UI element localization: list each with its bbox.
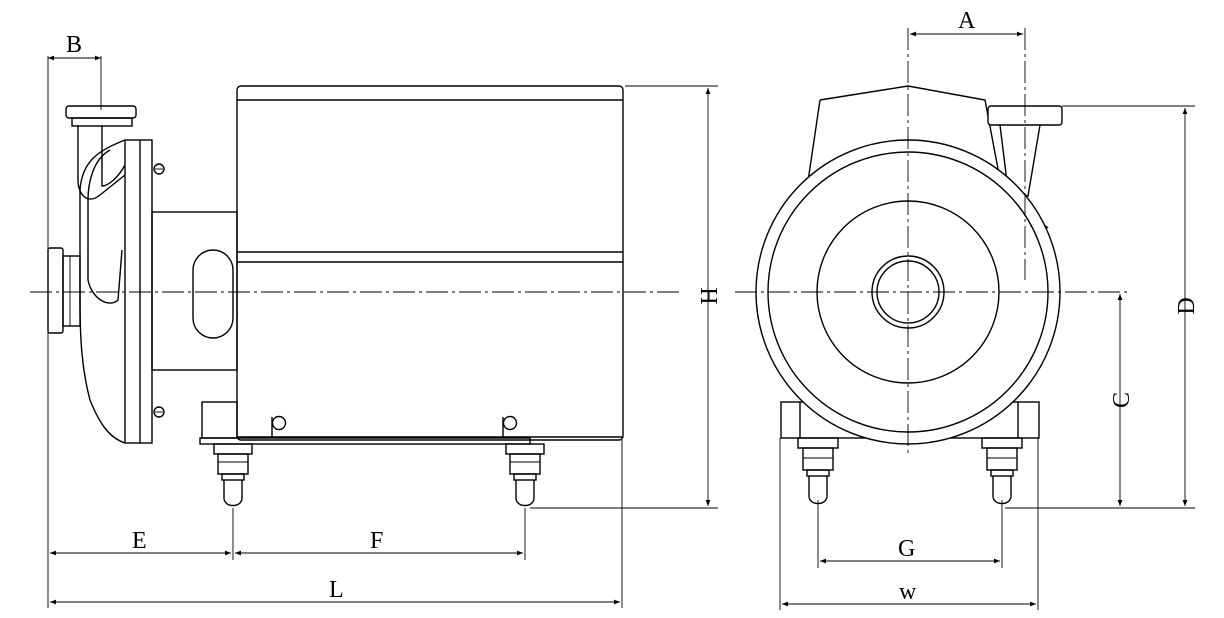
side-foot-left: [213, 443, 253, 507]
suction-ferrule: [47, 247, 64, 334]
front-foot-left: [797, 437, 839, 505]
side-base-plate: [199, 437, 531, 445]
dim-label-a: A: [958, 8, 976, 34]
dim-label-g: G: [898, 536, 915, 562]
dim-label-d: D: [1174, 297, 1200, 314]
front-foot-right: [981, 437, 1023, 505]
dim-label-w: w: [899, 579, 917, 605]
side-lug-right: [502, 415, 518, 431]
front-dimensions: A D C G w: [779, 8, 1200, 610]
dim-label-f: F: [370, 528, 383, 554]
dim-label-h: H: [697, 287, 723, 304]
discharge-pipe: [77, 125, 126, 200]
motor-housing: [236, 85, 624, 441]
lantern-adapter: [151, 211, 238, 371]
dim-label-l: L: [329, 577, 344, 603]
pump-flange: [124, 139, 153, 444]
dim-label-c: C: [1109, 392, 1135, 408]
side-foot-right: [505, 443, 545, 507]
dim-label-e: E: [132, 528, 147, 554]
pump-casing: [79, 139, 126, 444]
front-view: [735, 28, 1130, 505]
side-lug-left: [271, 415, 287, 431]
side-view: [30, 85, 680, 507]
side-dimensions: B H E F L: [47, 32, 723, 608]
dim-label-b: B: [66, 32, 82, 58]
